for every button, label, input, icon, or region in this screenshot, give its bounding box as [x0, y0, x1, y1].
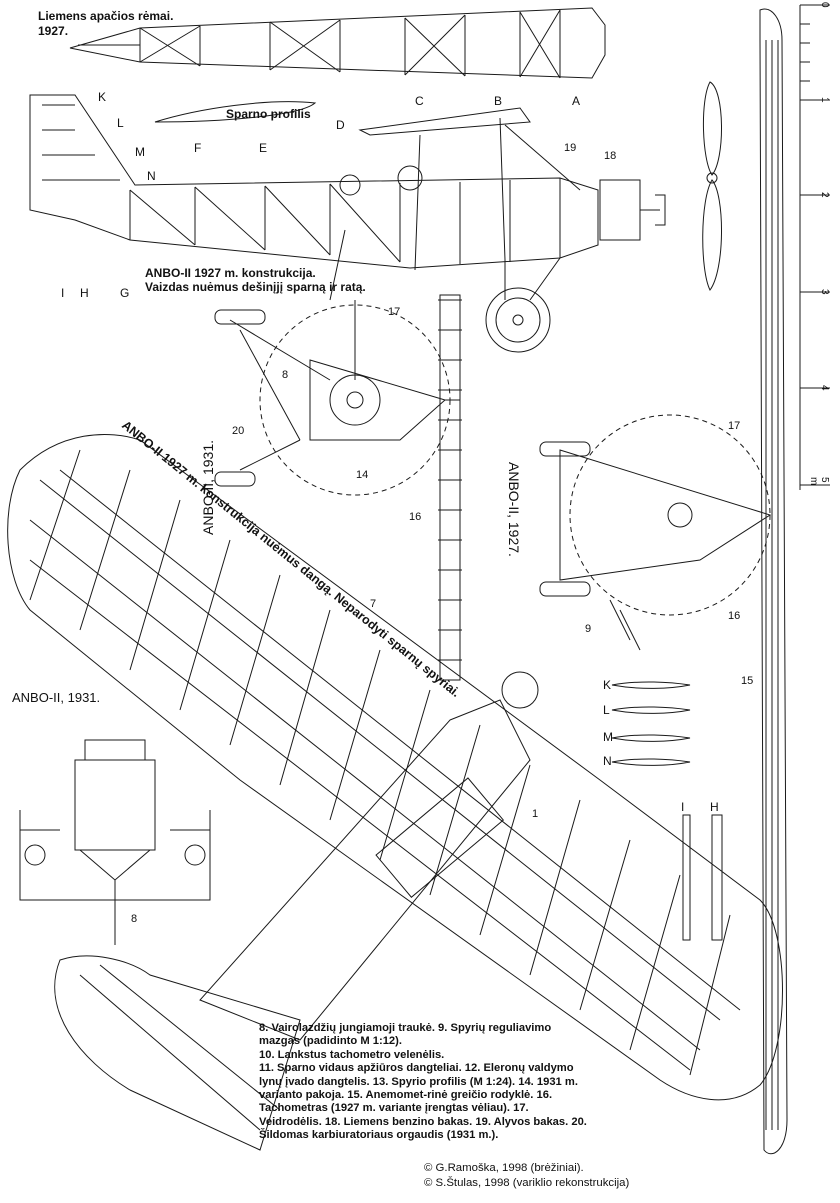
front-view-1931-label: ANBO-II, 1931. [200, 440, 216, 535]
legend-para-1: 8. Vairolazdžių jungiamoji traukė. 9. Sp… [259, 1022, 552, 1048]
strut-profiles [611, 681, 691, 766]
legend-para-2: 10. Lankstus tachometro velenėlis. [259, 1048, 445, 1061]
callout-19: 19 [564, 142, 577, 154]
wing-profile-label: Sparno profilis [226, 107, 311, 121]
section-letter-i: I [61, 286, 65, 300]
section-letter-d: D [336, 118, 345, 132]
section-letter-g: G [120, 286, 130, 300]
scale-2: 2 [819, 192, 830, 198]
section-letter-h: H [80, 286, 89, 300]
plan-view-wing [7, 433, 783, 1101]
section-letter-m: M [135, 145, 145, 159]
front-view-1927-label: ANBO-II, 1927. [506, 462, 522, 557]
frame-title: Liemens apačios rėmai. [38, 9, 174, 23]
callout-16a: 16 [409, 511, 422, 523]
side-view-1931-small [19, 739, 211, 945]
callout-1: 1 [532, 808, 539, 820]
section-letter-k: K [98, 90, 107, 104]
section-letter-b: B [494, 94, 503, 108]
scale-1: 1 [819, 97, 830, 103]
side-view-fuselage [29, 94, 666, 353]
section-letter-n: N [147, 169, 156, 183]
strut-letter-h: H [710, 800, 719, 814]
callout-8a: 8 [282, 369, 289, 381]
callout-20: 20 [232, 425, 245, 437]
section-letter-f: F [194, 141, 202, 155]
strut-letter-i: I [681, 800, 685, 814]
legend-para-3: 11. Sparno vidaus apžiūros dangteliai. 1… [259, 1062, 587, 1142]
callout-17a: 17 [388, 306, 401, 318]
callout-9: 9 [585, 623, 592, 635]
construction-1927-caption-1: ANBO-II 1927 m. konstrukcija. [145, 266, 316, 280]
construction-1927-caption-2: Vaizdas nuėmus dešinįjį sparną ir ratą. [145, 280, 366, 294]
credits: © G.Ramoška, 1998 (brėžiniai). © S.Štula… [424, 1161, 629, 1191]
section-letter-c: C [415, 94, 424, 108]
section-letter-e: E [259, 141, 268, 155]
side-view-1931-label: ANBO-II, 1931. [12, 690, 101, 705]
strut-detail [682, 814, 723, 941]
callout-8b: 8 [131, 913, 138, 925]
profile-letter-l: L [603, 703, 610, 717]
profile-letter-n: N [603, 754, 612, 768]
scale-5m: 5 m [808, 477, 830, 486]
scale-0: 0 [819, 2, 830, 8]
scale-3: 3 [819, 289, 830, 295]
section-letter-a: A [572, 94, 581, 108]
front-view-1927 [539, 414, 772, 651]
plan-view-fuselage [54, 671, 539, 1151]
callout-14: 14 [356, 469, 369, 481]
callout-15: 15 [741, 675, 754, 687]
wing-profile-shape [154, 101, 317, 123]
right-wing-plan [759, 8, 788, 1155]
callout-17b: 17 [728, 420, 741, 432]
parts-legend: 8. Vairolazdžių jungiamoji traukė. 9. Sp… [259, 1022, 589, 1143]
scale-4: 4 [819, 385, 830, 391]
propeller [702, 81, 722, 291]
profile-letter-k: K [603, 678, 612, 692]
wing-strut-left [439, 294, 461, 681]
callout-18: 18 [604, 150, 617, 162]
scale-bar [799, 4, 830, 490]
profile-letter-m: M [603, 730, 613, 744]
credit-engine: © S.Štulas, 1998 (variklio rekonstrukcij… [424, 1177, 630, 1189]
ruler-strut [438, 299, 462, 661]
callout-16b: 16 [728, 610, 741, 622]
callout-7: 7 [370, 598, 377, 610]
front-view-1931 [214, 229, 460, 496]
fuselage-frame-top-view [69, 7, 606, 79]
credit-drawings: © G.Ramoška, 1998 (brėžiniai). [424, 1162, 584, 1174]
section-letter-l: L [117, 116, 124, 130]
frame-year: 1927. [38, 24, 69, 38]
